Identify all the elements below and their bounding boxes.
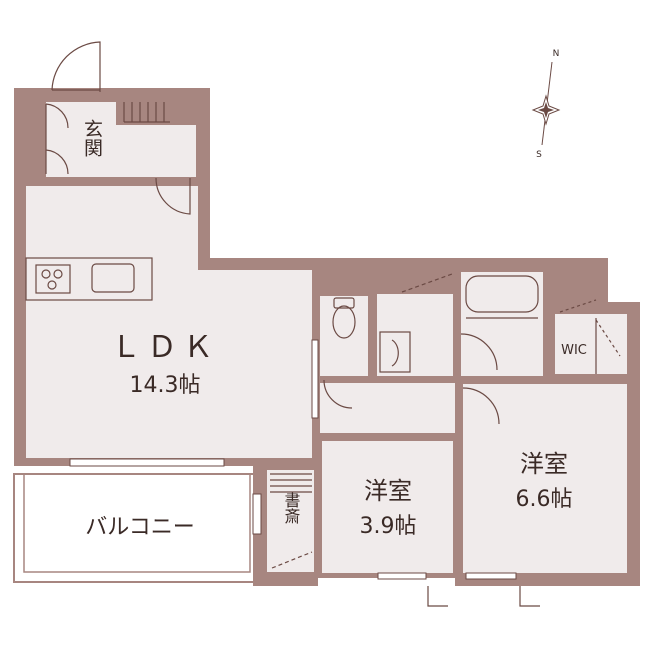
windows bbox=[69, 339, 517, 580]
compass-north-label: N bbox=[553, 49, 560, 59]
toilet-floor bbox=[320, 296, 368, 376]
ldk-window bbox=[69, 458, 225, 467]
kitchen-counter bbox=[25, 257, 153, 301]
hallway-floor bbox=[320, 383, 455, 433]
shoe-closet bbox=[45, 103, 69, 175]
study-window bbox=[252, 493, 262, 535]
room-b-label: 洋室 bbox=[520, 450, 568, 478]
entrance-label: 玄関 bbox=[81, 119, 103, 157]
washbasin bbox=[379, 331, 411, 373]
room-a-size-label: 3.9帖 bbox=[360, 514, 417, 539]
room-a-window bbox=[377, 572, 427, 580]
room-b-size-label: 6.6帖 bbox=[516, 487, 573, 512]
wic-label: WIC bbox=[561, 343, 587, 358]
entrance-step-hatch bbox=[123, 102, 170, 123]
kitchen-sink bbox=[91, 263, 135, 293]
hall-window bbox=[311, 339, 319, 419]
compass-south-label: S bbox=[536, 150, 542, 160]
entrance-door-swing bbox=[51, 41, 101, 92]
wic-floor bbox=[555, 314, 627, 374]
study-floor bbox=[267, 496, 314, 572]
washroom-floor bbox=[377, 294, 453, 376]
toilet-door-swing bbox=[323, 379, 353, 409]
fixtures bbox=[25, 41, 621, 607]
study-shelf-lines bbox=[270, 473, 312, 493]
ldk-door-swing bbox=[155, 177, 191, 215]
bathtub bbox=[465, 275, 539, 313]
compass: N S bbox=[531, 49, 561, 160]
room-b-floor bbox=[463, 384, 627, 573]
room-b-door-swing bbox=[462, 387, 500, 425]
room-b-window-door bbox=[519, 586, 540, 607]
ldk-label: ＬＤＫ bbox=[111, 330, 219, 365]
room-a-floor bbox=[322, 441, 453, 573]
bath-door-swing bbox=[460, 333, 498, 371]
study-label: 書斎 bbox=[282, 492, 301, 524]
stove-burner-icon bbox=[53, 269, 63, 279]
entrance-floor bbox=[46, 102, 116, 177]
stove-burner-icon bbox=[41, 269, 51, 279]
balcony bbox=[13, 473, 255, 583]
bath-floor bbox=[461, 272, 543, 376]
toilet-tank bbox=[333, 297, 355, 309]
stove bbox=[35, 264, 71, 294]
stove-burner-icon bbox=[47, 280, 57, 290]
room-floors bbox=[26, 102, 627, 573]
ldk-floor bbox=[26, 186, 312, 458]
room-labels: 玄関 ＬＤＫ 14.3帖 洋室 3.9帖 洋室 6.6帖 書斎 WIC バルコニ… bbox=[81, 119, 587, 540]
entrance-step bbox=[116, 125, 196, 177]
toilet-icon bbox=[332, 305, 356, 339]
room-a-label: 洋室 bbox=[364, 477, 412, 505]
balcony-label: バルコニー bbox=[85, 515, 195, 540]
room-a-window-door bbox=[427, 586, 448, 607]
room-b-window bbox=[465, 572, 517, 580]
ldk-size-label: 14.3帖 bbox=[130, 373, 201, 398]
